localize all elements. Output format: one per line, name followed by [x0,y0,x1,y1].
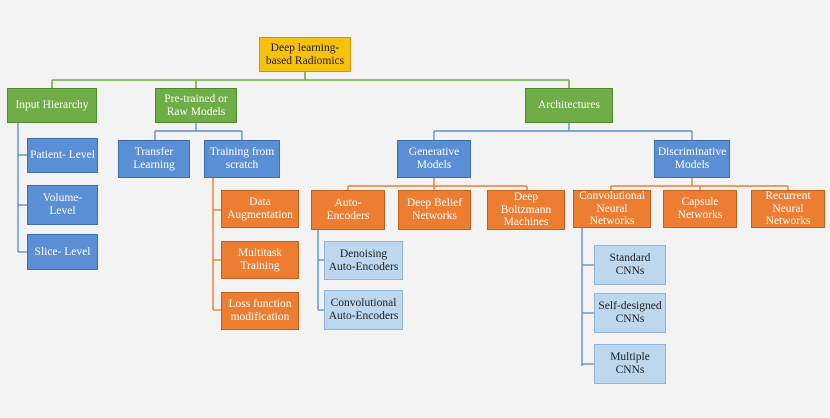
node-patient-level: Patient- Level [27,138,98,173]
node-training-from-scratch: Training from scratch [204,140,280,178]
node-root: Deep learning-based Radiomics [259,37,351,72]
node-slice-level: Slice- Level [27,234,98,270]
node-deep-belief-networks: Deep Belief Networks [398,190,471,230]
node-convolutional-neural-networks: Convolutional Neural Networks [573,190,651,228]
node-label: Self-designed CNNs [598,300,662,325]
node-label: Capsule Networks [677,196,723,221]
node-auto-encoders: Auto-Encoders [311,190,385,230]
node-label: Deep learning-based Radiomics [265,41,345,67]
node-architectures: Architectures [525,88,613,123]
node-convolutional-auto-encoders: Convolutional Auto-Encoders [324,290,403,330]
node-standard-cnns: Standard CNNs [594,245,666,285]
node-recurrent-neural-networks: Recurrent Neural Networks [751,190,825,228]
node-label: Multiple CNNs [610,351,650,376]
node-label: Discriminative Models [657,146,727,171]
node-label: Generative Models [408,146,460,171]
node-label: Volume-Level [42,192,83,217]
node-pretrained-raw: Pre-trained or Raw Models [155,88,237,123]
node-label: Loss function modification [228,298,292,323]
node-label: Recurrent Neural Networks [765,189,811,228]
node-loss-function-modification: Loss function modification [221,292,299,330]
node-data-augmentation: Data Augmentation [221,190,299,228]
node-label: Deep Boltzmann Machines [500,190,552,229]
node-deep-boltzmann-machines: Deep Boltzmann Machines [487,190,565,230]
node-discriminative-models: Discriminative Models [654,140,730,178]
node-self-designed-cnns: Self-designed CNNs [594,293,666,333]
node-label: Deep Belief Networks [406,197,463,222]
node-label: Architectures [538,99,600,112]
node-label: Denoising Auto-Encoders [328,247,399,273]
node-label: Transfer Learning [133,146,175,171]
node-transfer-learning: Transfer Learning [118,140,190,178]
node-label: Training from scratch [209,146,275,171]
node-label: Input Hierarchy [15,99,89,112]
node-label: Convolutional Neural Networks [579,189,645,228]
node-capsule-networks: Capsule Networks [663,190,737,228]
node-label: Standard CNNs [609,252,651,277]
node-label: Slice- Level [34,245,91,258]
node-label: Convolutional Auto-Encoders [328,297,399,322]
node-generative-models: Generative Models [397,140,471,178]
node-label: Multitask Training [237,247,283,272]
node-label: Auto-Encoders [326,197,370,222]
node-label: Patient- Level [30,149,95,162]
node-multitask-training: Multitask Training [221,241,299,279]
node-denoising-auto-encoders: Denoising Auto-Encoders [324,241,403,280]
node-label: Data Augmentation [227,196,293,221]
node-input-hierarchy: Input Hierarchy [7,88,97,123]
node-label: Pre-trained or Raw Models [164,92,228,118]
node-volume-level: Volume-Level [27,185,98,225]
node-multiple-cnns: Multiple CNNs [594,344,666,384]
